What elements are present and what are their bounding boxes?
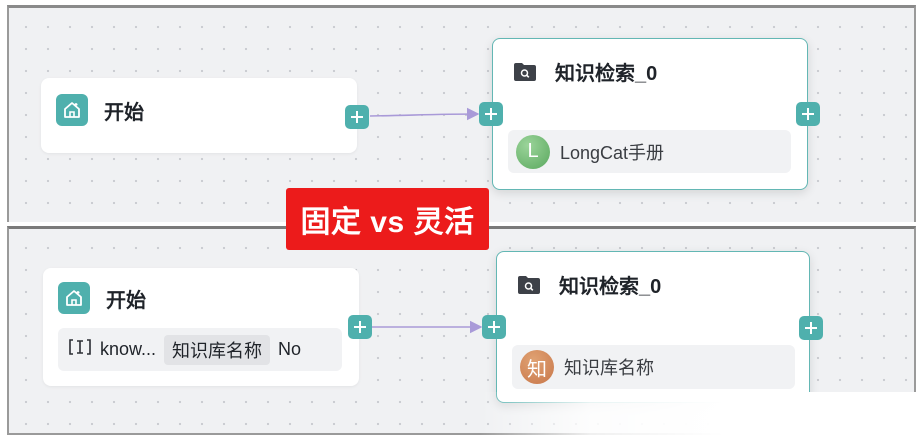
kb-node-title: 知识检索_0 [559,276,662,298]
home-icon [58,282,90,314]
folder-search-icon [511,58,539,86]
comparison-banner: 固定 vs 灵活 [286,188,489,250]
plus-icon [354,321,366,333]
start-node-title: 开始 [106,289,146,312]
param-name: know... [100,339,157,359]
knowledge-retrieval-node[interactable]: 知识检索_0 知 知识库名称 [496,251,810,403]
start-node-title: 开始 [104,101,144,124]
start-node-add-button[interactable] [345,105,369,129]
kb-node-output-handle[interactable] [796,102,820,126]
kb-avatar: L [516,134,550,169]
kb-node-title: 知识检索_0 [555,63,658,85]
folder-search-icon [515,271,543,299]
plus-icon [805,322,817,334]
kb-node-input-handle[interactable] [482,315,506,339]
plus-icon [351,111,363,123]
kb-node-input-handle[interactable] [479,102,503,126]
kb-node-output-handle[interactable] [799,316,823,340]
param-type-tag: 知识库名称 [164,334,271,365]
knowledge-retrieval-node[interactable]: 知识检索_0 L LongCat手册 [492,38,808,190]
start-node-add-button[interactable] [348,315,372,339]
param-required: No [278,339,302,359]
start-node[interactable]: 开始 [41,78,357,153]
start-node[interactable]: 开始 know... 知识库名称 No [43,268,359,386]
knowledge-base-item[interactable]: 知 知识库名称 [512,345,795,389]
plus-icon [802,108,814,120]
edge-top [369,107,480,121]
plus-icon [488,321,500,333]
knowledge-base-item[interactable]: L LongCat手册 [508,130,791,173]
kb-item-label: LongCat手册 [560,142,665,163]
plus-icon [485,108,497,120]
kb-item-label: 知识库名称 [564,358,654,378]
home-icon [56,94,88,126]
input-parameter-row[interactable]: know... 知识库名称 No [58,328,342,371]
variable-icon [68,337,92,362]
kb-avatar: 知 [520,350,554,384]
